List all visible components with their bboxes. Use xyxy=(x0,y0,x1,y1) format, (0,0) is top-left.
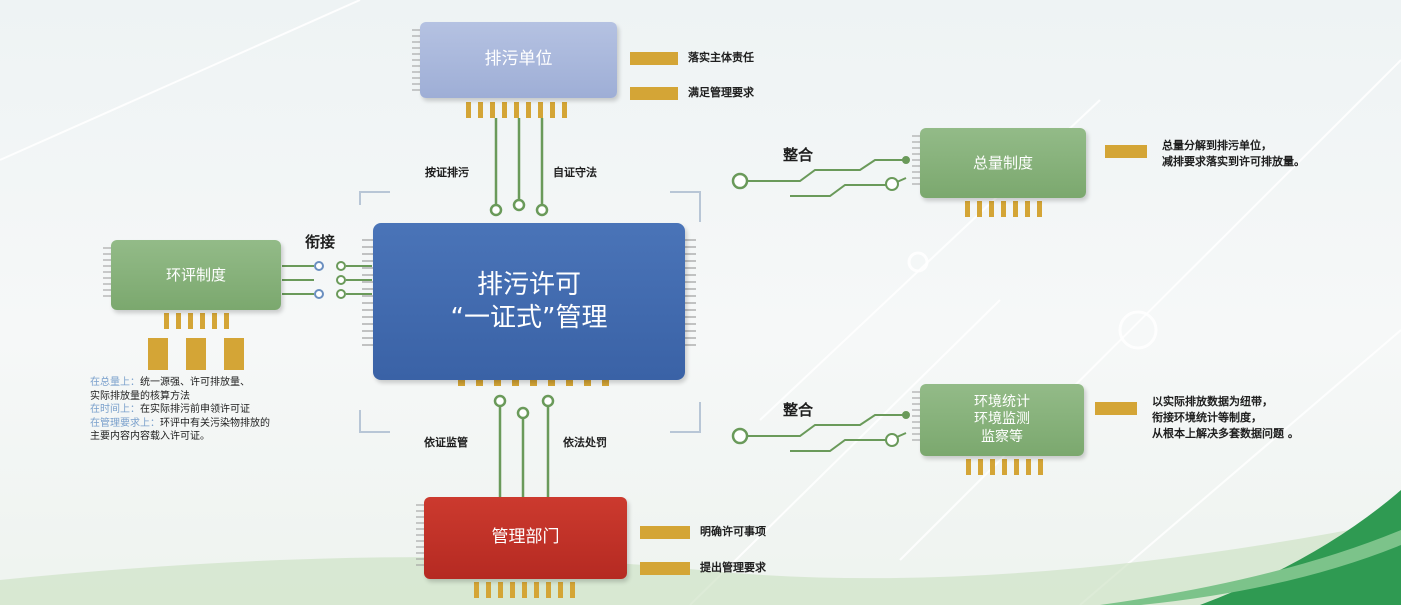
core-title-line2: “一证式”管理 xyxy=(450,302,608,333)
eia-notes: 在总量上：统一源强、许可排放量、 实际排放量的核算方法 在时间上：在实际排污前申… xyxy=(90,376,360,444)
eia-note-line-3: 在时间上：在实际排污前申领许可证 xyxy=(90,404,250,415)
link-label-supervise: 依证监管 xyxy=(424,436,468,449)
discharge-unit-title: 排污单位 xyxy=(484,49,553,70)
connector-right-bottom xyxy=(731,411,910,452)
total-connector-label: 整合 xyxy=(783,146,814,164)
eia-system-chip: 环评制度 xyxy=(111,240,281,310)
chip-side-pins xyxy=(103,29,920,566)
bottom-swoosh-accent xyxy=(1200,490,1401,605)
link-label-self-certify: 自证守法 xyxy=(553,166,597,179)
eia-note-line-5: 主要内容内容载入许可证。 xyxy=(90,431,210,442)
eia-system-title: 环评制度 xyxy=(165,265,226,284)
stat-notes: 以实际排放数据为纽带， 衔接环境统计等制度， 从根本上解决多套数据问题 。 xyxy=(1152,394,1299,442)
link-label-punish: 依法处罚 xyxy=(563,436,607,449)
connector-top xyxy=(489,118,549,217)
total-notes: 总量分解到排污单位， 减排要求落实到许可排放量。 xyxy=(1162,138,1305,170)
total-note-2: 减排要求落实到许可排放量。 xyxy=(1162,154,1305,168)
env-statistics-title-line2: 环境监测 xyxy=(974,411,1030,428)
core-bracket-frame xyxy=(359,191,701,433)
bottom-swoosh xyxy=(0,520,1401,605)
connector-right-top xyxy=(731,156,910,197)
top-unit-note-2: 满足管理要求 xyxy=(688,86,754,99)
core-side-pins xyxy=(362,239,696,346)
eia-note-line-2: 实际排放量的核算方法 xyxy=(90,390,190,402)
core-title-line1: 排污许可 xyxy=(476,270,581,300)
total-control-chip: 总量制度 xyxy=(920,128,1086,198)
management-dept-chip: 管理部门 xyxy=(424,497,627,579)
env-statistics-title-line1: 环境统计 xyxy=(974,393,1030,410)
stat-connector-label: 整合 xyxy=(783,401,814,419)
discharge-unit-chip: 排污单位 xyxy=(420,22,617,98)
stat-note-1: 以实际排放数据为纽带， xyxy=(1152,395,1273,408)
background-circles xyxy=(907,251,1158,350)
core-permit-chip: 排污许可 “一证式”管理 xyxy=(373,223,685,380)
eia-note-line-1: 在总量上：统一源强、许可排放量、 xyxy=(90,377,250,388)
connector-bottom xyxy=(493,394,555,497)
total-control-title: 总量制度 xyxy=(972,153,1033,172)
stat-note-3: 从根本上解决多套数据问题 。 xyxy=(1152,426,1299,440)
eia-note-line-4: 在管理要求上：环评中有关污染物排放的 xyxy=(90,417,270,429)
link-label-comply-permit: 按证排污 xyxy=(425,166,469,179)
connector-left xyxy=(282,261,372,299)
total-note-1: 总量分解到排污单位， xyxy=(1162,139,1272,152)
stat-note-2: 衔接环境统计等制度， xyxy=(1152,410,1262,424)
bottom-dept-note-1: 明确许可事项 xyxy=(700,525,766,538)
eia-connector-label: 衔接 xyxy=(305,233,336,251)
note-tabs xyxy=(630,52,1147,575)
env-statistics-title-line3: 监察等 xyxy=(981,428,1023,445)
top-unit-note-1: 落实主体责任 xyxy=(688,51,754,64)
management-dept-title: 管理部门 xyxy=(491,527,560,548)
env-statistics-chip: 环境统计 环境监测 监察等 xyxy=(920,384,1084,456)
bottom-dept-note-2: 提出管理要求 xyxy=(700,561,766,574)
